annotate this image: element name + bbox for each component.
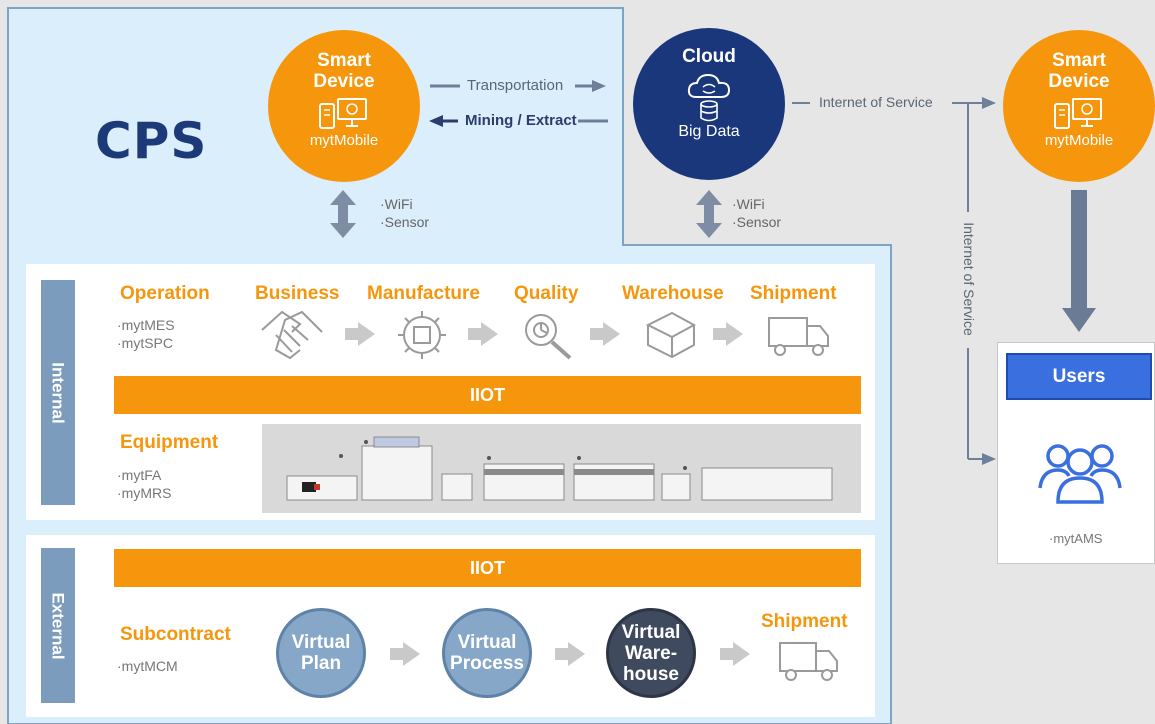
step-business-label: Business <box>255 283 340 304</box>
cloud-icon <box>687 73 731 98</box>
step-shipment-label: Shipment <box>750 283 837 304</box>
smart-device-right-title-line2: Device <box>1048 71 1110 92</box>
users-icon <box>1038 444 1122 504</box>
internal-tab: Internal <box>41 280 75 505</box>
truck-icon <box>768 317 829 356</box>
wifi-sensor-left: ·WiFi ·Sensor <box>380 196 430 230</box>
virtual-warehouse[interactable]: Virtual Ware- house <box>606 608 696 698</box>
subcontract-title: Subcontract <box>120 624 231 645</box>
operation-title: Operation <box>120 283 210 304</box>
box-icon <box>645 311 697 359</box>
external-step-arrows <box>390 642 750 666</box>
phone-monitor-icon <box>319 98 367 129</box>
cloud-title: Cloud <box>682 46 736 67</box>
smart-device-right-label: mytMobile <box>1044 132 1114 149</box>
internal-iiot-bar: IIOT <box>114 376 861 414</box>
internet-of-service-label: Internet of Service <box>819 94 933 110</box>
external-shipment-label: Shipment <box>761 611 848 632</box>
cps-title: CPS <box>95 112 208 170</box>
users-title[interactable]: Users <box>1006 353 1152 400</box>
external-truck-icon <box>779 642 838 681</box>
step-quality-label: Quality <box>514 283 579 304</box>
step-manufacture-label: Manufacture <box>367 283 480 304</box>
smart-device-right-title-line1: Smart <box>1052 50 1106 71</box>
operation-step-arrows <box>345 322 743 346</box>
mining-label: Mining / Extract <box>465 112 577 129</box>
virtual-plan[interactable]: Virtual Plan <box>276 608 366 698</box>
wifi-sensor-cloud: ·WiFi ·Sensor <box>732 196 782 230</box>
virtual-process[interactable]: Virtual Process <box>442 608 532 698</box>
step-warehouse-label: Warehouse <box>622 283 724 304</box>
smart-device-right[interactable]: Smart Device mytMobile <box>1003 30 1155 182</box>
magnifier-icon <box>525 314 572 360</box>
smart-device-title-line1: Smart <box>317 50 371 71</box>
external-tab: External <box>41 548 75 703</box>
equipment-title: Equipment <box>120 432 219 453</box>
operation-sub: ·mytMES ·mytSPC <box>117 317 175 351</box>
database-icon <box>700 100 718 122</box>
handshake-icon <box>261 310 323 360</box>
users-sub: ·mytAMS <box>1049 531 1103 546</box>
subcontract-sub: ·mytMCM <box>117 658 178 674</box>
external-iiot-bar: IIOT <box>114 549 861 587</box>
cloud-bigdata[interactable]: Cloud Big Data <box>633 28 785 180</box>
equipment-sub: ·mytFA ·myMRS <box>117 467 172 501</box>
gear-chip-icon <box>398 311 446 359</box>
smart-device-label: mytMobile <box>309 132 379 149</box>
smart-device-left[interactable]: Smart Device mytMobile <box>268 30 420 182</box>
machine-line-image <box>262 424 861 513</box>
transportation-label: Transportation <box>467 77 564 94</box>
phone-monitor-icon <box>1054 98 1102 129</box>
cloud-label: Big Data <box>678 123 740 140</box>
smart-device-title-line2: Device <box>313 71 375 92</box>
